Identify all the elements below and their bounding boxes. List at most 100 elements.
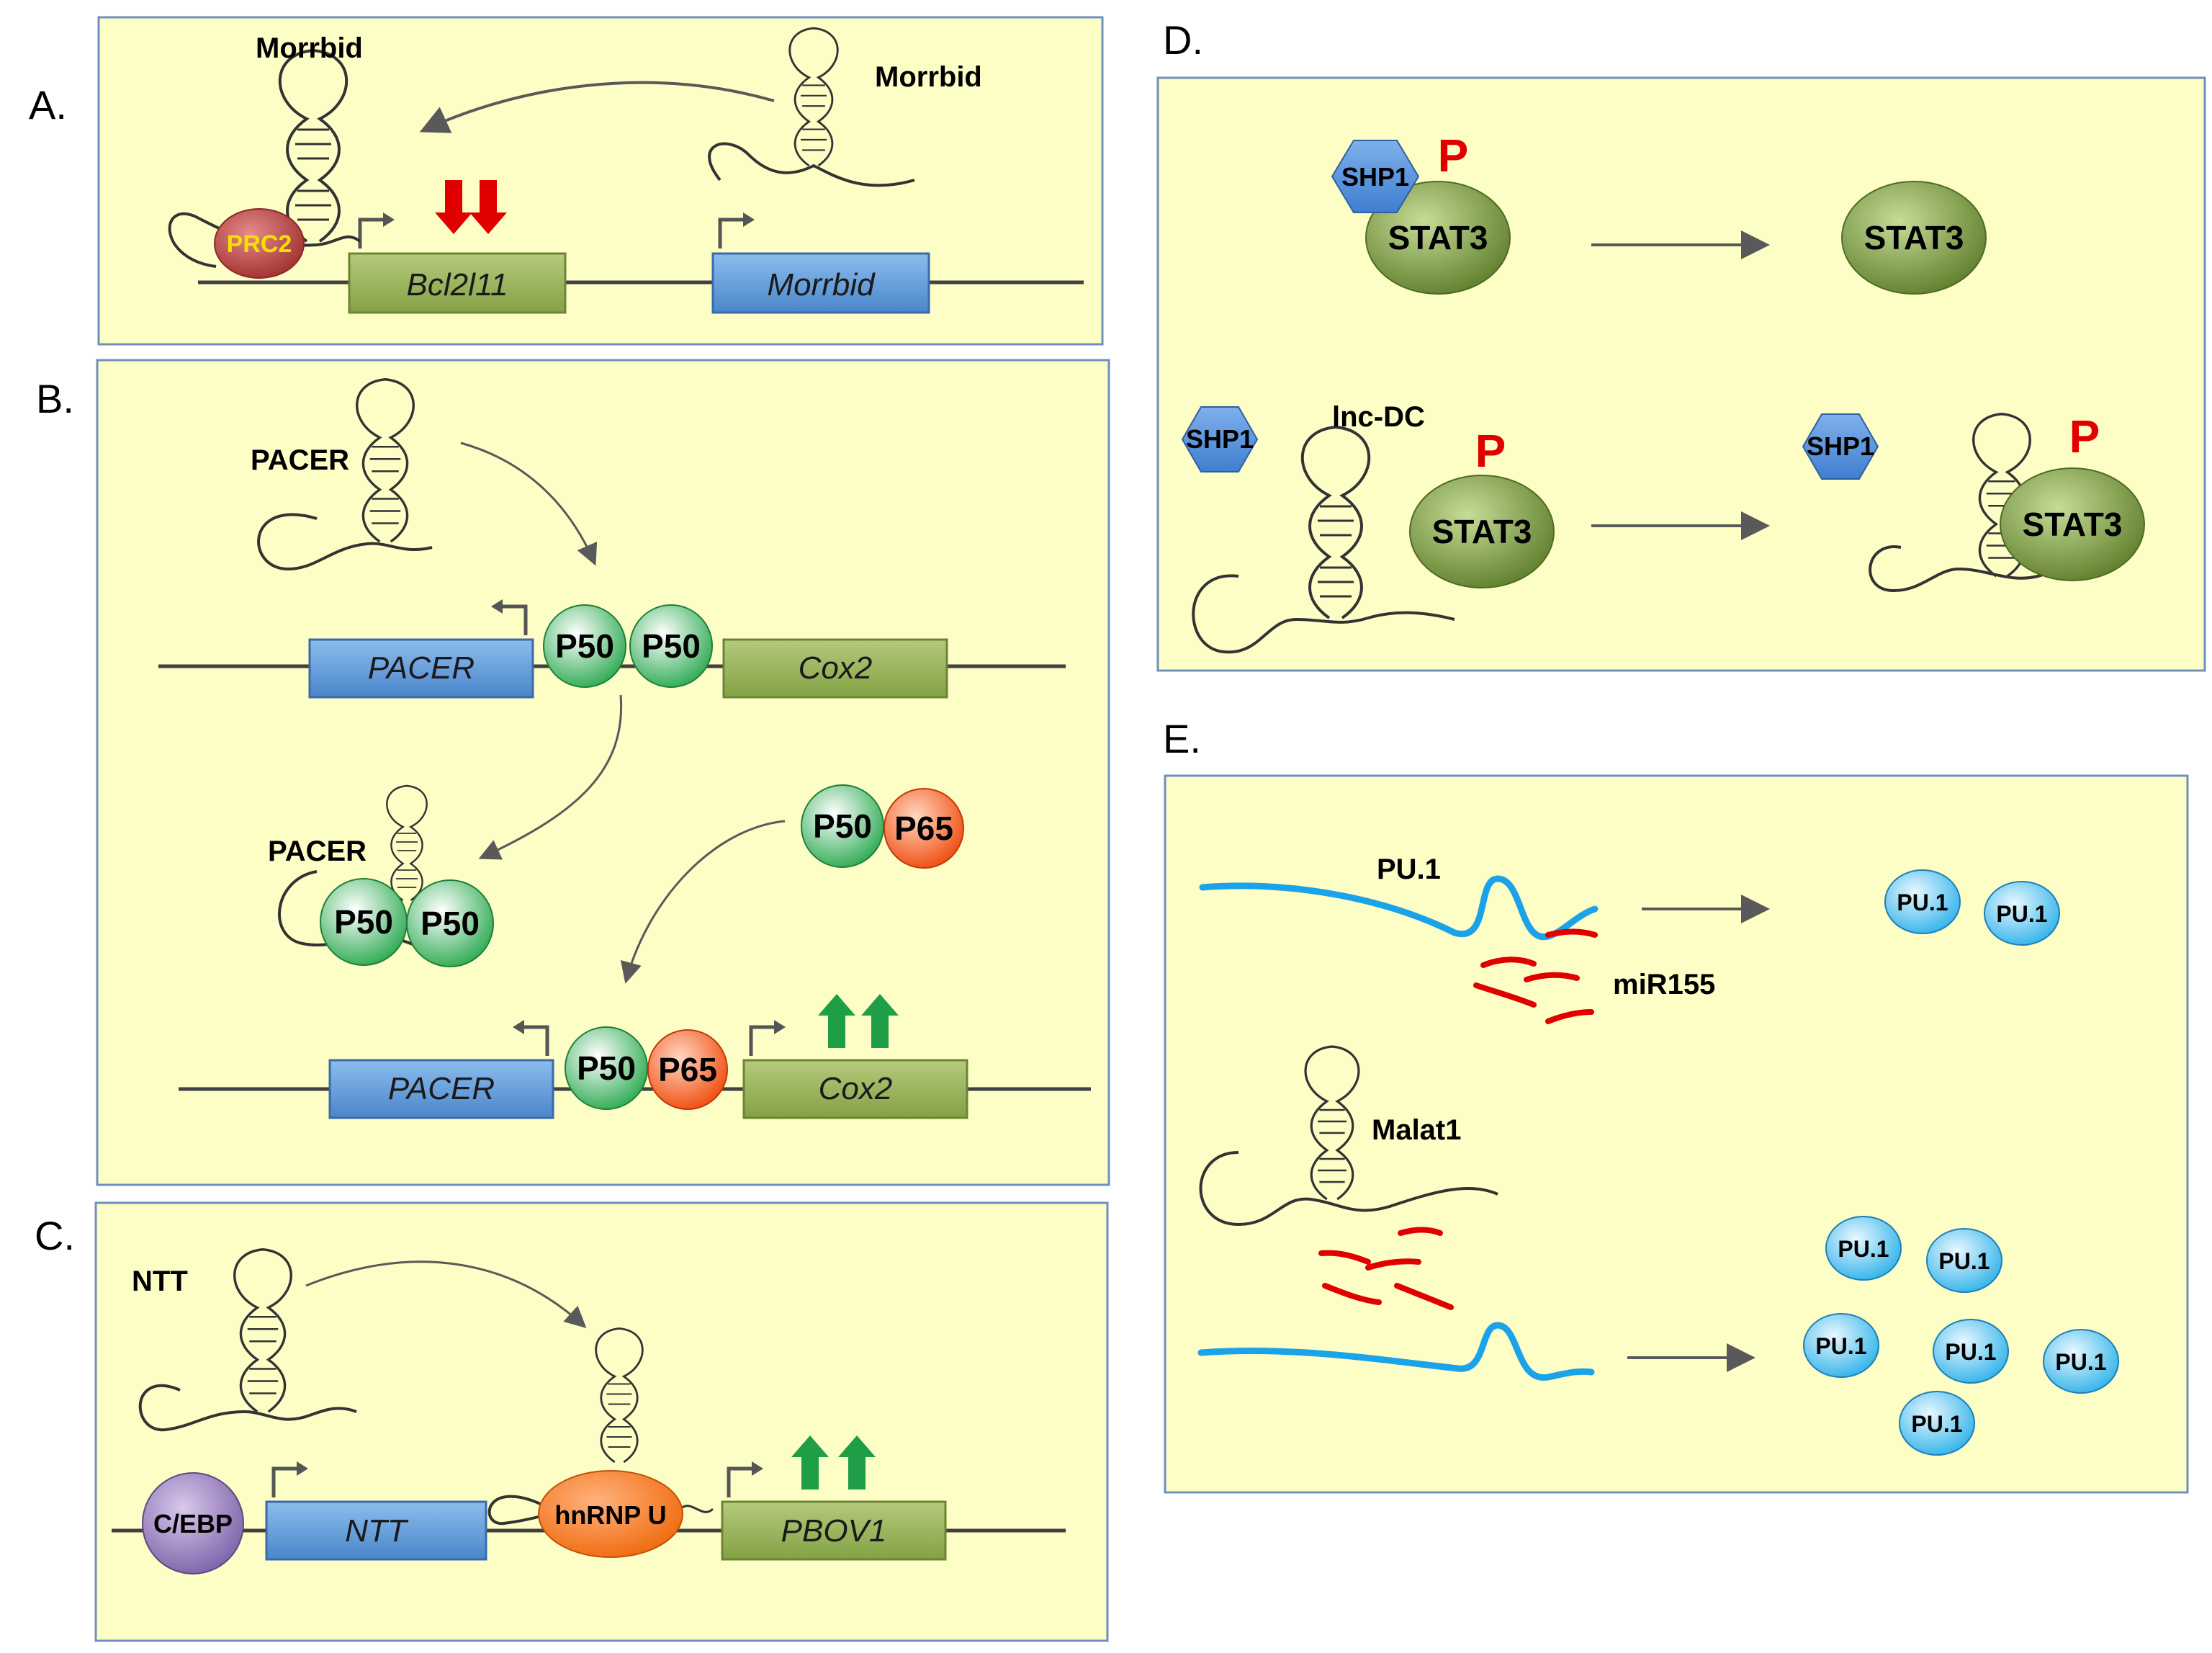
- protein-label: SHP1: [1341, 162, 1409, 192]
- panel-box: [1156, 76, 2206, 672]
- gene-label: Bcl2l11: [406, 267, 508, 303]
- protein-label: PU.1: [2055, 1349, 2106, 1375]
- p65-protein: [884, 788, 964, 869]
- panel-label: C.: [35, 1213, 75, 1258]
- panel-b: B. PACER PACER Cox2 P50 P50 PACER P50 P5…: [36, 359, 1110, 1186]
- gene-cox2: [742, 1059, 968, 1119]
- shp1-protein: [1802, 413, 1879, 480]
- mrna-label: PU.1: [1377, 854, 1441, 885]
- pu1-protein: [1803, 1313, 1879, 1378]
- panel-box: [97, 16, 1104, 346]
- rna-tail: [1199, 1151, 1498, 1227]
- gene-label: PACER: [388, 1071, 495, 1106]
- protein-label: SHP1: [1186, 424, 1254, 454]
- arrow: [305, 1260, 587, 1329]
- panel-label: D.: [1163, 17, 1203, 63]
- stat3-protein: [1841, 181, 1987, 295]
- prc2-protein: [214, 208, 305, 279]
- panel-box: [94, 1201, 1109, 1642]
- arrow: [419, 81, 775, 133]
- protein-label: PRC2: [227, 230, 292, 258]
- protein-label: P50: [421, 905, 480, 942]
- panel-label: A.: [29, 82, 67, 127]
- arrow: [460, 442, 598, 566]
- protein-label: P50: [577, 1049, 636, 1087]
- phospho-mark: P: [1438, 130, 1469, 182]
- pu1-protein: [1884, 869, 1961, 934]
- panel-e: E. PU.1 miR155 PU.1 PU.1 Malat1: [1163, 716, 2189, 1494]
- gene-label: PACER: [368, 650, 475, 686]
- protein-label: STAT3: [2023, 506, 2123, 543]
- pu1-protein: [1825, 1216, 1902, 1281]
- arrow: [620, 820, 786, 984]
- protein-label: PU.1: [1815, 1333, 1866, 1359]
- pu1-protein: [1984, 881, 2060, 946]
- p50-protein: [629, 604, 713, 688]
- pu1-protein: [1926, 1228, 2002, 1293]
- mirna-cluster: [1473, 928, 1598, 1024]
- protein-label: P50: [334, 903, 393, 941]
- rna-tail: [1192, 574, 1455, 654]
- p50-protein: [543, 604, 626, 688]
- rna-label: Malat1: [1372, 1114, 1462, 1146]
- gene-morrbid: [711, 252, 930, 314]
- panel-c: C. NTT C/EBP NTT hnRNP U PBOV1: [35, 1201, 1109, 1642]
- gene-pacer: [308, 638, 534, 699]
- protein-label: C/EBP: [153, 1509, 233, 1538]
- rna-label: Morrbid: [875, 61, 982, 93]
- gene-label: PBOV1: [781, 1513, 887, 1549]
- stat3-protein: [1365, 181, 1511, 295]
- gene-label: Cox2: [799, 650, 873, 686]
- rna-tail: [257, 513, 433, 571]
- protein-label: P50: [555, 627, 614, 665]
- gene-bcl2l11: [348, 252, 567, 314]
- panel-label: B.: [36, 376, 74, 421]
- mirna-label: miR155: [1613, 969, 1715, 1000]
- protein-label: P65: [658, 1051, 717, 1088]
- gene-cox2: [722, 638, 948, 699]
- protein-label: PU.1: [1897, 890, 1948, 915]
- protein-label: SHP1: [1807, 431, 1874, 461]
- pu1-protein: [2043, 1329, 2119, 1394]
- stat3-protein: [2000, 467, 2145, 581]
- hnrnp-u-protein: [538, 1470, 683, 1558]
- protein-label: PU.1: [1838, 1236, 1889, 1262]
- phospho-mark: P: [2069, 411, 2100, 462]
- panel-label: E.: [1163, 716, 1201, 761]
- rna-label: PACER: [251, 444, 349, 476]
- mirna-cluster: [1318, 1227, 1454, 1310]
- protein-label: P65: [894, 810, 953, 847]
- shp1-protein: [1181, 406, 1259, 472]
- rna-tail: [679, 1505, 714, 1513]
- protein-label: PU.1: [1945, 1339, 1996, 1365]
- protein-label: STAT3: [1432, 513, 1532, 550]
- protein-label: PU.1: [1996, 901, 2047, 927]
- protein-label: STAT3: [1864, 219, 1964, 256]
- pu1-protein: [1899, 1391, 1975, 1456]
- protein-label: PU.1: [1911, 1411, 1962, 1437]
- cebp-protein: [142, 1472, 244, 1574]
- protein-label: P50: [642, 627, 701, 665]
- gene-label: NTT: [345, 1513, 409, 1549]
- panel-a: A. Bcl2l11 Morrbid Morrbid PRC2 Morrbid: [29, 16, 1104, 346]
- arrow: [478, 694, 623, 860]
- gene-pbov1: [721, 1500, 947, 1561]
- mrna-strand: [1197, 1322, 1595, 1381]
- stat3-protein: [1409, 475, 1555, 588]
- rna-label: PACER: [268, 836, 367, 867]
- protein-label: hnRNP U: [554, 1500, 666, 1530]
- panel-d: D. STAT3 SHP1 P STAT3 SHP1 lnc-DC STAT3 …: [1156, 17, 2206, 672]
- rna-label: lnc-DC: [1332, 401, 1425, 433]
- protein-label: PU.1: [1938, 1248, 1990, 1274]
- p50-protein: [565, 1026, 648, 1110]
- gene-pacer: [328, 1059, 554, 1119]
- rna-tail: [138, 1384, 357, 1432]
- shp1-protein: [1331, 140, 1420, 213]
- gene-ntt: [265, 1500, 487, 1561]
- rna-label: Morrbid: [256, 32, 363, 64]
- pu1-protein: [1933, 1319, 2009, 1384]
- p65-protein: [647, 1029, 728, 1110]
- protein-label: STAT3: [1388, 219, 1488, 256]
- phospho-mark: P: [1475, 425, 1506, 477]
